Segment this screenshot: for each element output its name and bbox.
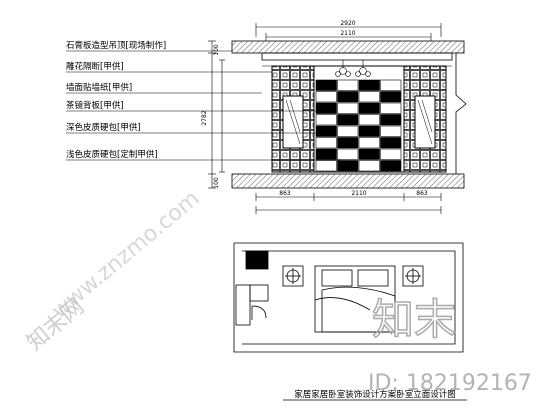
leather-block-light xyxy=(358,114,380,126)
callout-tea-mirror: 茶镜背板[甲供] xyxy=(66,100,124,111)
dim-left-segment-top: 100 xyxy=(213,44,220,56)
leather-block-light xyxy=(337,148,359,160)
leather-block-dark xyxy=(358,148,380,160)
dim-left-segment-bottom: 100 xyxy=(213,177,220,189)
leather-block-light xyxy=(315,91,337,103)
door-swing xyxy=(251,305,267,319)
leather-block-light xyxy=(380,148,402,160)
carved-partition-right xyxy=(403,65,447,173)
leather-block-dark xyxy=(358,102,380,114)
leather-block-dark xyxy=(380,137,402,149)
bedroom-plan xyxy=(233,242,464,353)
leather-block-dark xyxy=(380,114,402,126)
leather-block-light xyxy=(380,102,402,114)
leather-block-light xyxy=(315,160,337,172)
leather-block-light xyxy=(337,102,359,114)
bed xyxy=(314,265,396,333)
bottom-dimension xyxy=(255,193,442,214)
pendant-lamp-left xyxy=(335,60,351,77)
plan-column xyxy=(245,250,269,270)
leather-block-light xyxy=(315,137,337,149)
pendant-lamp-right xyxy=(355,60,371,77)
leather-block-light xyxy=(337,125,359,137)
leather-block-light xyxy=(358,137,380,149)
leather-block-dark xyxy=(315,102,337,114)
leather-block-light xyxy=(380,125,402,137)
ceiling-slab xyxy=(231,40,465,54)
leather-block-light xyxy=(315,114,337,126)
leather-block-dark xyxy=(315,79,337,91)
leather-block-dark xyxy=(315,125,337,137)
leather-block-light xyxy=(358,91,380,103)
leather-block-dark xyxy=(337,137,359,149)
leather-block-dark xyxy=(337,91,359,103)
leather-block-light xyxy=(358,160,380,172)
dim-bottom-left: 863 xyxy=(279,190,291,197)
floor-slab xyxy=(231,173,465,189)
callout-carved-partition: 雕花隔断[甲供] xyxy=(66,61,124,72)
leather-block-dark xyxy=(358,125,380,137)
leather-block-dark xyxy=(358,79,380,91)
callout-wallpaper: 墙面贴墙纸[甲供] xyxy=(66,82,132,93)
plan-caption: 家居家居卧室装饰设计方案卧室立面设计图 xyxy=(294,389,456,400)
leather-block-light xyxy=(337,79,359,91)
nightstand-left xyxy=(282,265,304,287)
dim-top: 2920 xyxy=(340,20,355,27)
callout-light-leather: 浅色皮质硬包[定制甲供] xyxy=(66,149,158,160)
dim-top-inner: 2110 xyxy=(340,30,355,37)
leather-block-dark xyxy=(380,91,402,103)
dim-bottom-right: 863 xyxy=(416,190,428,197)
left-dimension xyxy=(208,40,225,189)
break-line xyxy=(455,53,467,174)
callout-dark-leather: 深色皮质硬包[甲供] xyxy=(66,122,141,133)
leather-block-dark xyxy=(337,160,359,172)
dim-left: 2782 xyxy=(201,110,208,125)
ceiling-drop xyxy=(261,52,453,61)
headboard-wall xyxy=(313,60,405,173)
dim-bottom-center: 2110 xyxy=(351,190,366,197)
bedroom-elevation: 2920 2110 xyxy=(66,20,467,214)
callout-ceiling: 石膏板造型吊顶[现场制作] xyxy=(66,40,166,51)
top-dimension xyxy=(255,23,442,41)
leather-block-dark xyxy=(315,148,337,160)
plan-wardrobe xyxy=(235,284,251,326)
leather-block-dark xyxy=(337,114,359,126)
carved-partition-left xyxy=(271,65,315,173)
watermark-brand: 知末 xyxy=(372,295,456,344)
leather-block-light xyxy=(380,79,402,91)
leather-block-dark xyxy=(380,160,402,172)
callout-list xyxy=(66,50,340,161)
watermark-id: ID: 182192167 xyxy=(368,371,532,396)
nightstand-right xyxy=(402,265,424,287)
